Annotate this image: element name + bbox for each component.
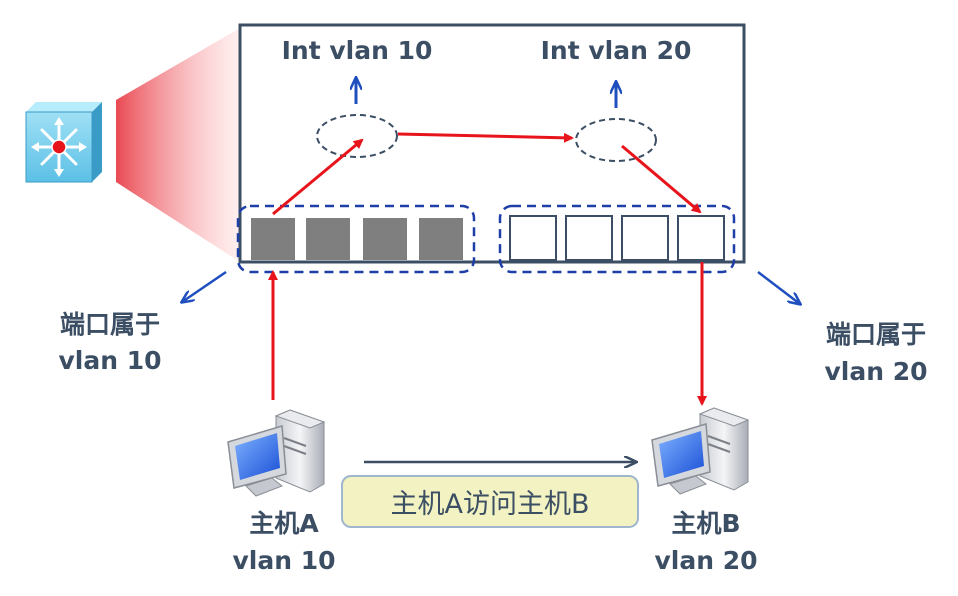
svi-vlan10-ellipse — [316, 114, 398, 158]
port-group-vlan20 — [498, 204, 736, 274]
port-vlan20-4 — [677, 215, 725, 261]
host-a-vlan: vlan 10 — [232, 546, 336, 575]
path-svi20-to-port — [621, 144, 702, 214]
svi-vlan20-ellipse — [575, 118, 657, 162]
port-vlan10-4 — [419, 218, 463, 260]
right-group-vlan: vlan 20 — [824, 357, 928, 386]
host-b-vlan: vlan 20 — [654, 546, 758, 575]
host-b-computer-icon — [651, 407, 750, 495]
left-group-pointer-arrow — [182, 270, 227, 302]
path-svi10-to-svi20 — [397, 132, 574, 143]
layer3-switch-icon — [25, 102, 102, 183]
left-group-title: 端口属于 — [59, 310, 161, 339]
caption-text: 主机A访问主机B — [390, 489, 590, 520]
port-vlan20-1 — [509, 215, 557, 261]
zoom-beam — [116, 28, 240, 262]
caption-box: 主机A访问主机B — [341, 475, 639, 528]
host-a-name: 主机A — [249, 509, 319, 538]
port-vlan10-2 — [306, 218, 350, 260]
int-vlan10-label: Int vlan 10 — [281, 36, 433, 65]
port-vlan10-3 — [363, 218, 407, 260]
int-vlan20-label: Int vlan 20 — [540, 36, 692, 65]
left-group-vlan: vlan 10 — [58, 346, 162, 375]
port-vlan10-1 — [251, 218, 295, 260]
path-port-to-svi10 — [272, 138, 364, 216]
port-group-vlan10 — [236, 204, 476, 274]
host-a-computer-icon — [227, 409, 326, 497]
port-vlan20-3 — [621, 215, 669, 261]
host-b-name: 主机B — [671, 509, 741, 538]
port-vlan20-2 — [565, 215, 613, 261]
right-group-title: 端口属于 — [825, 320, 927, 349]
right-group-pointer-arrow — [757, 271, 800, 304]
